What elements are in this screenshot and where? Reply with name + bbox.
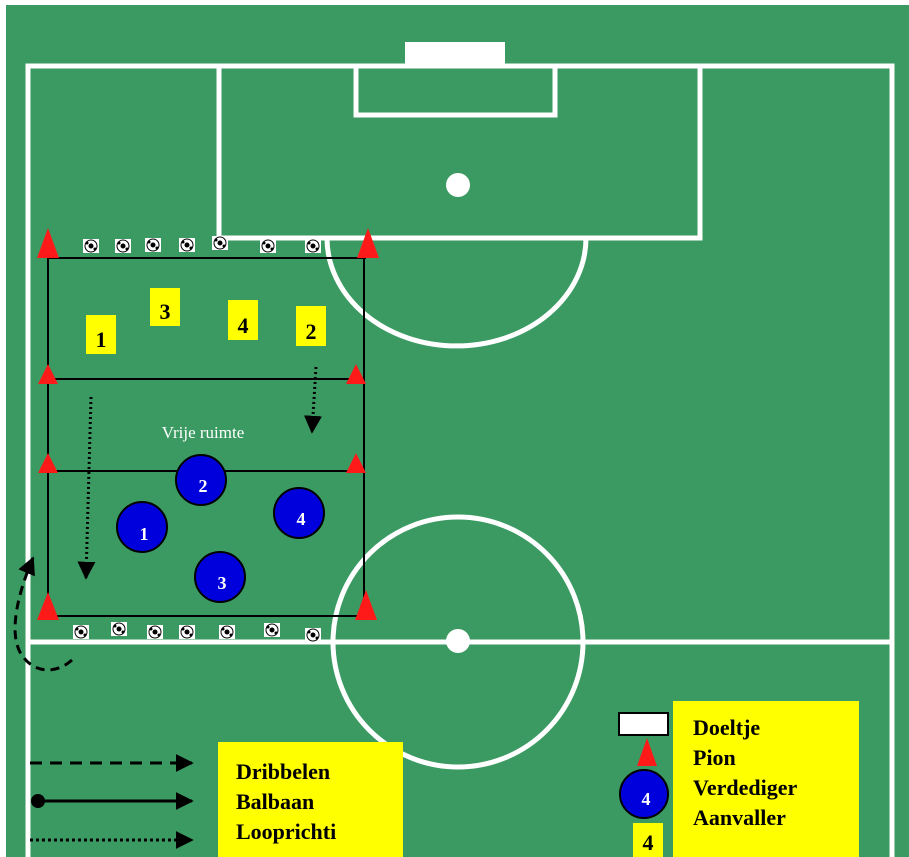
run-legend-label: Looprichti [236, 819, 337, 844]
attacker-legend-icon: 4 [633, 823, 663, 857]
balls-top [83, 236, 321, 253]
defender-circle [273, 487, 325, 539]
attacker-marker: 1 [86, 315, 116, 354]
center-spot [446, 629, 470, 653]
dribble-arrow [13, 556, 73, 672]
defenders: 2 4 1 3 [116, 454, 325, 603]
cone-legend-icon [637, 738, 657, 766]
cones [37, 228, 379, 620]
cone [38, 364, 58, 384]
penalty-spot [446, 173, 470, 197]
defender-circle [194, 551, 246, 603]
movement-arrows [13, 366, 322, 672]
cone [346, 364, 366, 384]
penalty-arc [324, 237, 589, 349]
pass-legend-label: Balbaan [236, 789, 315, 814]
goal-legend-label: Doeltje [693, 715, 761, 740]
attacker-marker: 3 [150, 288, 180, 326]
cone [355, 590, 377, 620]
symbol-legend-box: Doeltje Pion Verdediger Aanvaller [673, 701, 859, 857]
defender-number: 1 [140, 524, 149, 544]
cone-legend-label: Pion [693, 745, 736, 770]
run-arrow [77, 396, 96, 580]
center-circle [330, 514, 586, 770]
cone [38, 453, 58, 473]
defender-circle [116, 501, 168, 553]
run-arrow [304, 366, 322, 434]
defender-legend-icon [619, 769, 669, 819]
line-legend-samples [30, 754, 194, 849]
defender-number: 3 [218, 573, 227, 593]
attacker-legend-label: Aanvaller [693, 805, 786, 830]
defender-legend-label: Verdediger [693, 775, 798, 800]
attacker-marker: 4 [228, 300, 258, 340]
defender-number: 2 [199, 476, 208, 496]
balls-bottom [73, 622, 321, 642]
defender-legend-number: 4 [642, 789, 651, 809]
zone-label: Vrije ruimte [162, 423, 245, 442]
cone [37, 228, 59, 258]
defender-circle [175, 454, 227, 506]
line-legend-box: Dribbelen Balbaan Looprichti [218, 742, 403, 857]
cone [357, 228, 379, 258]
attacker-marker: 2 [296, 306, 326, 346]
symbol-legend-samples: 4 [618, 712, 669, 819]
dribble-legend-label: Dribbelen [236, 759, 331, 784]
cone [346, 453, 366, 473]
cone [37, 592, 59, 620]
defender-number: 4 [297, 509, 306, 529]
goal-legend-icon [618, 712, 669, 736]
goal [405, 42, 505, 66]
